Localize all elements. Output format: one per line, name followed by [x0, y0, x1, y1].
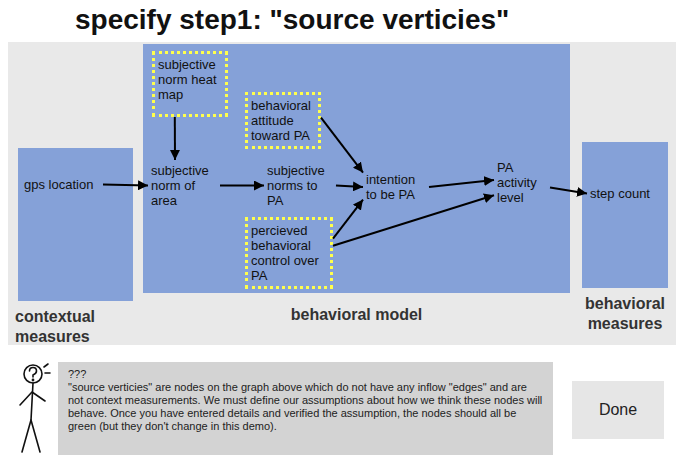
- figure-thought-marks: [44, 364, 50, 373]
- help-callout: ???"source verticies" are nodes on the g…: [58, 362, 553, 455]
- button-label: Done: [599, 400, 637, 420]
- source-vertex-box: subjective norm heat map: [152, 51, 228, 117]
- arrow-connector: [321, 118, 363, 173]
- callout-text: "source verticies" are nodes on the grap…: [68, 381, 543, 433]
- node-label: gps location: [24, 177, 100, 192]
- node-label: subjective norm heat map: [158, 57, 222, 102]
- arrow-connector: [174, 117, 176, 160]
- arrow-connector: [103, 185, 148, 186]
- model-panel: behavioral modelsubjective norm heat map…: [143, 44, 570, 293]
- source-vertex-box: behavioral attitude toward PA: [245, 92, 321, 149]
- done-button: Done: [572, 381, 664, 439]
- node-label: behavioral attitude toward PA: [251, 98, 315, 143]
- source-vertex-box: percieved behavioral control over PA: [245, 217, 333, 289]
- figure-body: [31, 383, 33, 420]
- measures-panel: behavioral measuresstep count: [582, 142, 668, 288]
- figure-question-dot: [32, 379, 33, 380]
- callout-marker: ???: [68, 368, 543, 381]
- arrow-connector: [333, 200, 363, 239]
- figure-head: [24, 365, 42, 383]
- figure-legs: [22, 420, 40, 452]
- figure-arms: [20, 392, 45, 405]
- node-label: step count: [590, 186, 660, 201]
- page-title: specify step1: "source verticies": [75, 3, 509, 37]
- node-label: percieved behavioral control over PA: [251, 223, 327, 283]
- model-node: subjective norm of area: [148, 160, 220, 211]
- panel-heading: behavioral measures: [568, 294, 682, 334]
- context-node: gps location: [21, 174, 103, 195]
- stick-figure: [20, 364, 50, 452]
- context-panel: contextual measuresgps location: [18, 148, 133, 301]
- arrow-connector: [336, 186, 363, 188]
- panel-heading: contextual measures: [15, 307, 140, 347]
- figure-question-mark: [30, 368, 37, 378]
- diagram-ground: [8, 42, 676, 345]
- node-label: PA activity level: [497, 160, 547, 205]
- arrow-connector: [429, 180, 494, 187]
- node-label: subjective norm of area: [151, 163, 217, 208]
- arrow-connector: [333, 195, 494, 246]
- measure-node: step count: [587, 183, 663, 204]
- node-label: subjective norms to PA: [267, 163, 333, 208]
- model-node: intention to be PA: [363, 169, 429, 205]
- node-label: intention to be PA: [366, 172, 426, 202]
- arrow-connector: [550, 188, 587, 194]
- panel-heading: behavioral model: [143, 305, 570, 325]
- model-node: PA activity level: [494, 157, 550, 208]
- model-node: subjective norms to PA: [264, 160, 336, 211]
- arrow-connector: [220, 185, 264, 187]
